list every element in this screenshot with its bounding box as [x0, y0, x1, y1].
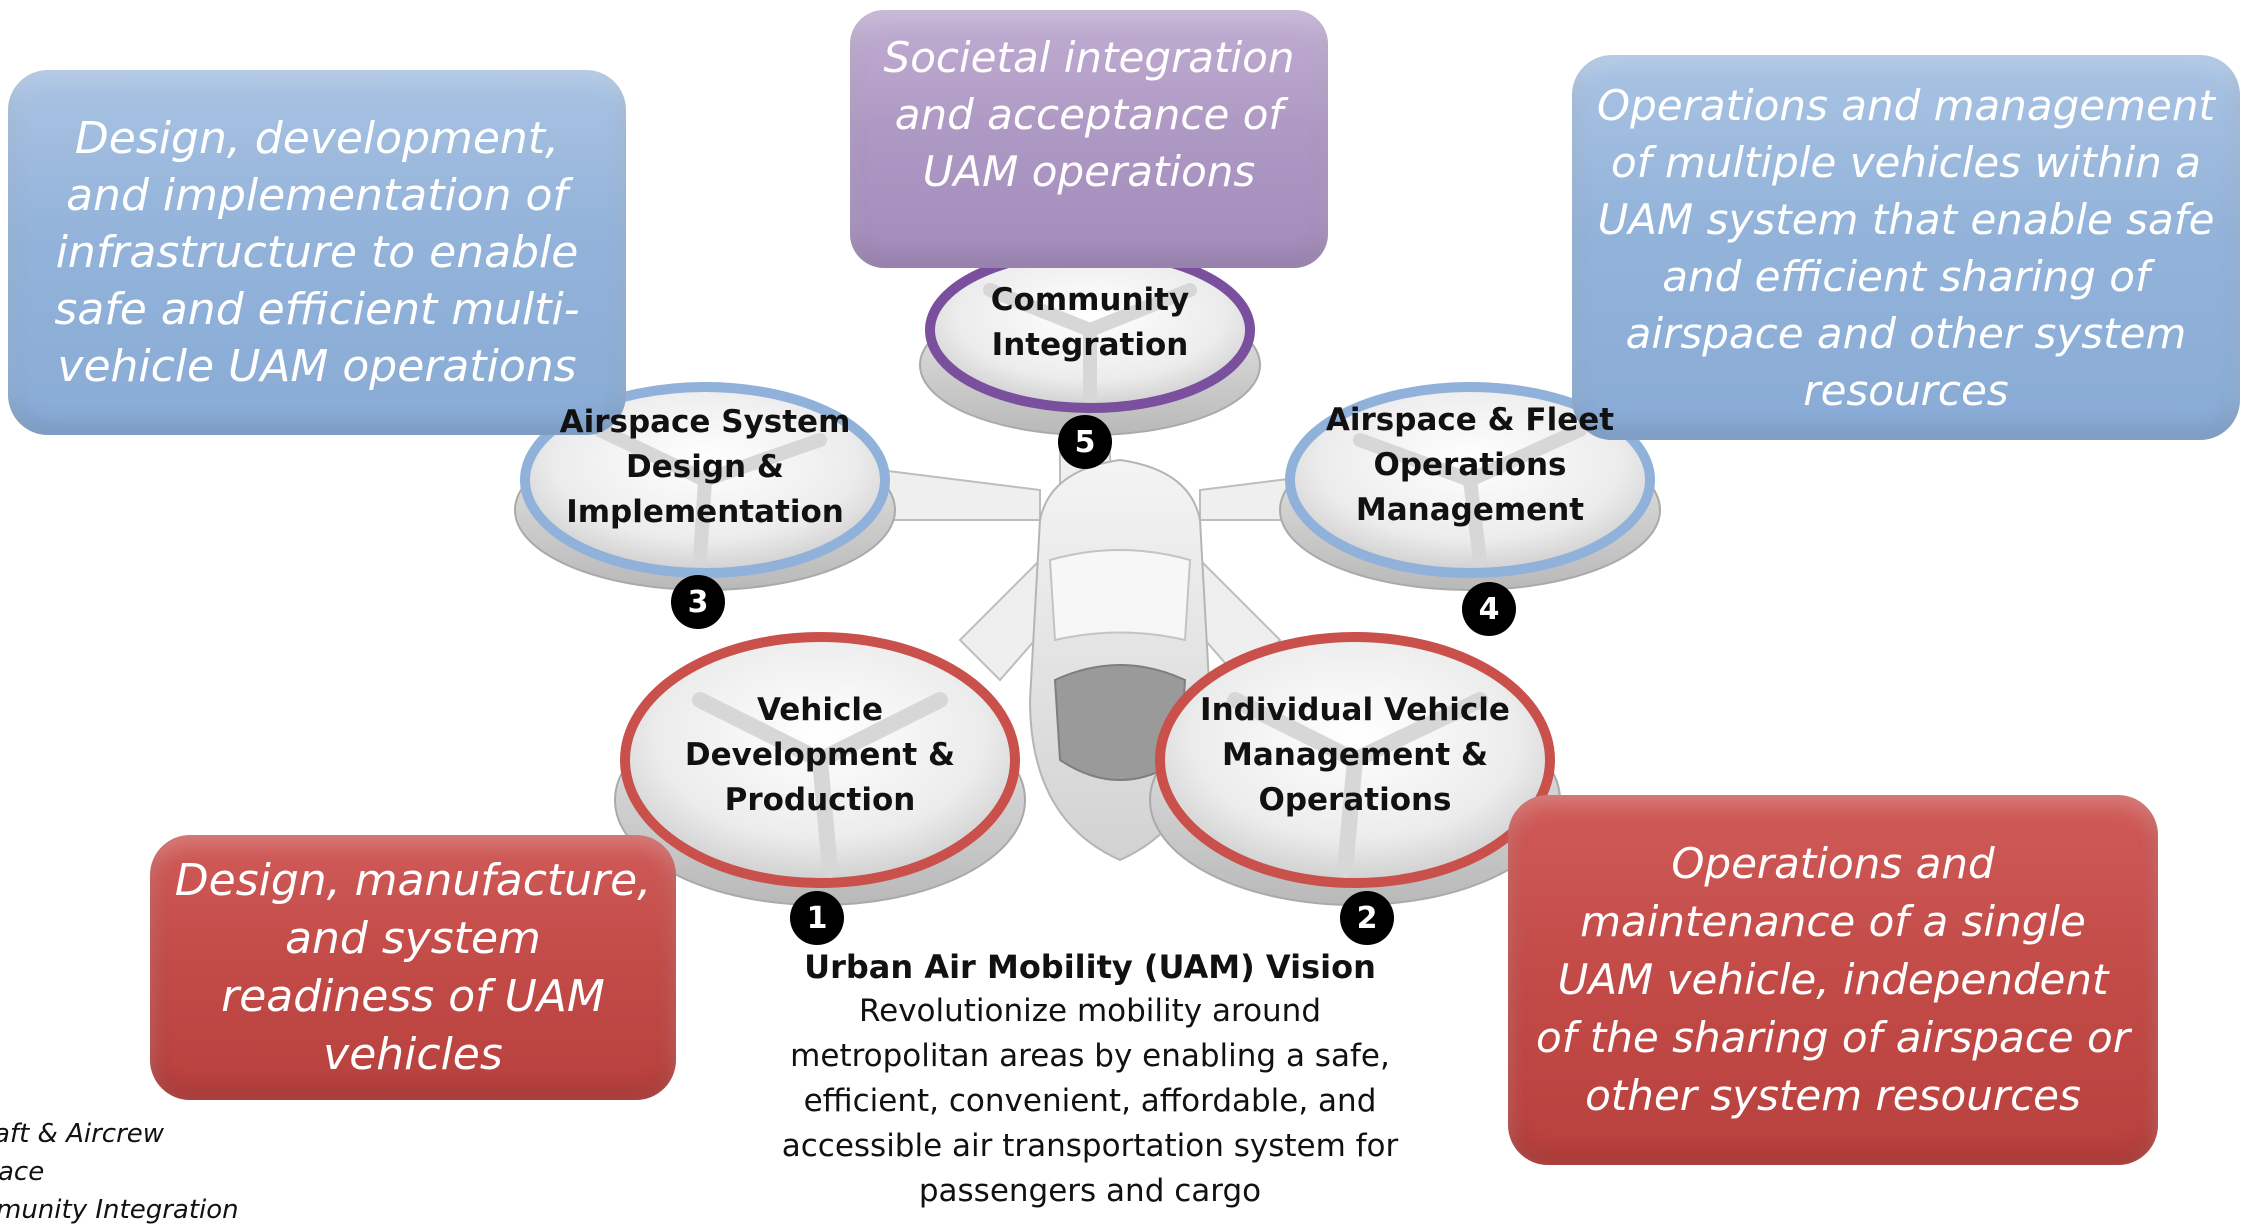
badge-2: 2	[1340, 891, 1394, 945]
vision-text: Revolutionize mobility around metropolit…	[781, 993, 1399, 1209]
rotor-label-airspace-system: Airspace System Design & Implementation	[559, 404, 851, 530]
badge-5: 5	[1058, 415, 1112, 469]
rotor-2-nacelle	[1149, 632, 1561, 906]
community-integration-description-box: Societal integration and acceptance of U…	[850, 10, 1328, 268]
individual-vehicle-description: Operations and maintenance of a single U…	[1536, 839, 2130, 1120]
individual-vehicle-description-box: Operations and maintenance of a single U…	[1508, 795, 2158, 1165]
legend-item-community: munity Integration	[0, 1195, 239, 1225]
rotor-4-nacelle	[1279, 382, 1661, 591]
rotor-5-nacelle	[919, 247, 1261, 436]
community-integration-description: Societal integration and acceptance of U…	[883, 32, 1295, 196]
legend-item-aircraft: aft & Aircrew	[0, 1119, 165, 1149]
rotor-label-individual-vehicle: Individual Vehicle Management & Operatio…	[1200, 692, 1510, 818]
badge-3: 3	[671, 575, 725, 629]
rotor-1-nacelle	[614, 632, 1026, 906]
badge-1: 1	[790, 891, 844, 945]
fleet-operations-description-box: Operations and management of multiple ve…	[1572, 55, 2240, 440]
rotor-label-vehicle-development: Vehicle Development & Production	[684, 692, 956, 818]
badge-4: 4	[1462, 582, 1516, 636]
airspace-design-description-box: Design, development, and implementation …	[8, 70, 626, 435]
vehicle-development-description-box: Design, manufacture, and system readines…	[150, 835, 676, 1100]
fleet-operations-description: Operations and management of multiple ve…	[1597, 80, 2215, 415]
rotor-label-community-integration: Community Integration	[990, 282, 1190, 363]
uam-vision-statement: Urban Air Mobility (UAM) Vision Revoluti…	[755, 945, 1425, 1214]
rotor-3-nacelle	[514, 382, 896, 591]
vehicle-development-description: Design, manufacture, and system readines…	[174, 854, 652, 1080]
vision-title: Urban Air Mobility (UAM) Vision	[804, 948, 1376, 986]
rotor-label-airspace-fleet: Airspace & Fleet Operations Management	[1325, 402, 1615, 528]
legend-item-airspace: ace	[0, 1157, 45, 1187]
airspace-design-description: Design, development, and implementation …	[54, 113, 580, 392]
legend: aft & Aircrew ace munity Integration	[0, 1115, 239, 1229]
